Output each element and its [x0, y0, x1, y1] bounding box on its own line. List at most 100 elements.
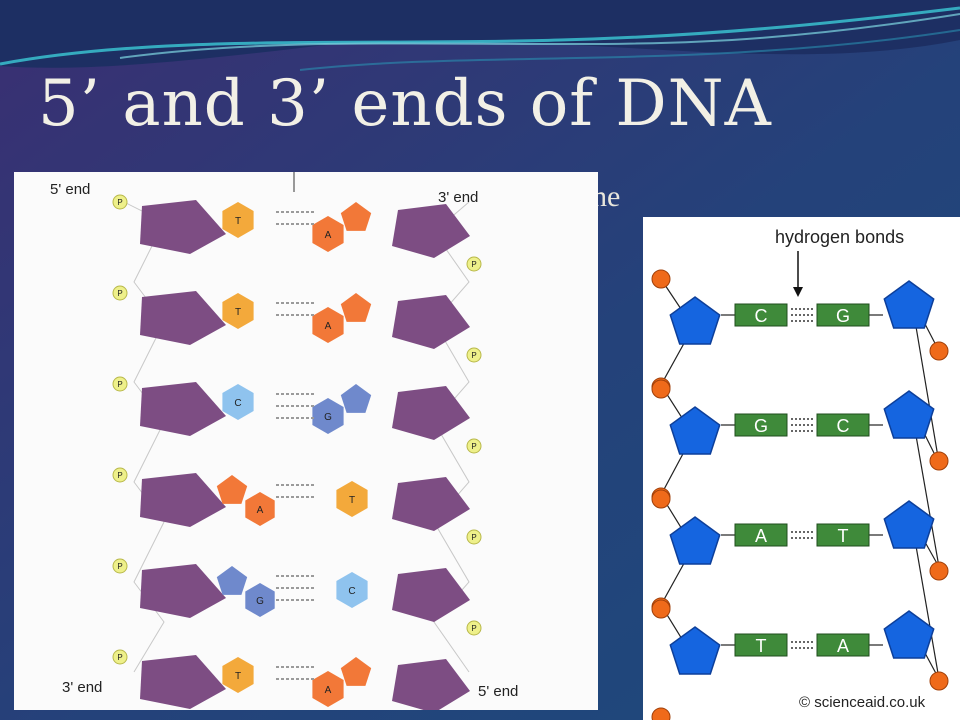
svg-text:P: P — [117, 289, 122, 298]
svg-text:G: G — [324, 412, 332, 423]
phosphate-left — [651, 489, 671, 509]
base-left: A — [734, 523, 788, 547]
hydrogen-bonds — [276, 484, 314, 498]
base-right-A: A — [312, 657, 372, 707]
header-wave — [0, 0, 960, 68]
svg-text:P: P — [471, 260, 476, 269]
base-left: C — [734, 303, 788, 327]
base-left-C: C — [222, 384, 254, 420]
sugar-right — [392, 659, 470, 713]
base-right-T: T — [336, 481, 368, 517]
sugar-right — [883, 610, 935, 659]
phosphate-left — [651, 599, 671, 619]
phosphate-right — [929, 341, 949, 361]
base-left-G: G — [216, 566, 275, 617]
phosphate-left: P — [112, 285, 128, 301]
base-right-G: G — [312, 384, 372, 434]
phosphate-left — [651, 269, 671, 289]
phosphate-left: P — [112, 649, 128, 665]
sugar-left — [140, 200, 226, 254]
svg-text:A: A — [325, 685, 332, 696]
sugar-left — [669, 296, 721, 345]
svg-text:P: P — [471, 533, 476, 542]
svg-text:P: P — [117, 653, 122, 662]
left-row-1: P P T A — [112, 194, 482, 272]
base-right-A: A — [312, 202, 372, 252]
left-row-3: P P C G — [112, 376, 482, 454]
phosphate-right: P — [466, 620, 482, 636]
sugar-right — [883, 280, 935, 329]
label-5-end-bottom: 5' end — [478, 683, 518, 700]
phosphate-right — [929, 671, 949, 691]
sugar-right — [883, 500, 935, 549]
left-row-5: P P G C — [112, 558, 482, 636]
svg-text:C: C — [837, 416, 850, 436]
base-left: G — [734, 413, 788, 437]
sugar-right — [392, 295, 470, 349]
base-right: G — [816, 303, 870, 327]
svg-text:C: C — [755, 306, 768, 326]
sugar-right — [392, 204, 470, 258]
base-right-C: C — [336, 572, 368, 608]
svg-text:P: P — [471, 624, 476, 633]
svg-text:C: C — [234, 398, 241, 409]
base-left-A: A — [216, 475, 275, 526]
svg-text:A: A — [325, 321, 332, 332]
sugar-left — [669, 516, 721, 565]
base-right: C — [816, 413, 870, 437]
hydrogen-bonds — [276, 393, 314, 419]
phosphate-right: P — [466, 438, 482, 454]
base-left-T: T — [222, 202, 254, 238]
slide-title: 5’ and 3’ ends of DNA — [38, 67, 772, 141]
base-left-T: T — [222, 293, 254, 329]
phosphate-right — [929, 451, 949, 471]
phosphate-right: P — [466, 347, 482, 363]
hydrogen-bonds — [276, 575, 314, 601]
hydrogen-bonds — [791, 418, 813, 432]
svg-text:P: P — [471, 351, 476, 360]
sugar-right — [392, 386, 470, 440]
svg-text:T: T — [838, 526, 849, 546]
phosphate-left — [651, 379, 671, 399]
sugar-left — [140, 382, 226, 436]
phosphate-left: P — [112, 558, 128, 574]
hydrogen-bonds — [276, 666, 314, 680]
header-swoosh-2 — [119, 13, 960, 59]
header-swoosh-3 — [299, 29, 960, 71]
svg-text:A: A — [755, 526, 767, 546]
label-3-end-top: 3' end — [438, 189, 478, 206]
svg-text:T: T — [235, 307, 241, 318]
svg-text:A: A — [257, 505, 264, 516]
hydrogen-arrow-head — [793, 287, 803, 297]
svg-text:G: G — [754, 416, 768, 436]
header-swoosh-1 — [0, 6, 960, 66]
base-right-A: A — [312, 293, 372, 343]
hydrogen-bonds — [276, 211, 314, 225]
hydrogen-bonds — [791, 531, 813, 539]
label-5-end-top: 5' end — [50, 181, 90, 198]
sugar-right — [392, 568, 470, 622]
phosphate-left: P — [112, 194, 128, 210]
sugar-left — [140, 291, 226, 345]
base-right: A — [816, 633, 870, 657]
svg-text:C: C — [348, 586, 355, 597]
svg-text:P: P — [117, 562, 122, 571]
sugar-left — [669, 626, 721, 675]
label-3-end-bottom: 3' end — [62, 679, 102, 696]
svg-text:T: T — [235, 216, 241, 227]
dna-diagram-left: 5' end 3' end 3' end 5' end P P T A P P T A P P C G… — [14, 172, 598, 720]
svg-text:P: P — [471, 442, 476, 451]
svg-text:G: G — [836, 306, 850, 326]
phosphate-left: P — [112, 376, 128, 392]
phosphate-right — [929, 561, 949, 581]
sugar-left — [140, 655, 226, 709]
phosphate-right: P — [466, 529, 482, 545]
phosphate-right: P — [466, 256, 482, 272]
dna-left-svg: 5' end 3' end 3' end 5' end P P T A P P T A P P C G… — [50, 172, 518, 720]
